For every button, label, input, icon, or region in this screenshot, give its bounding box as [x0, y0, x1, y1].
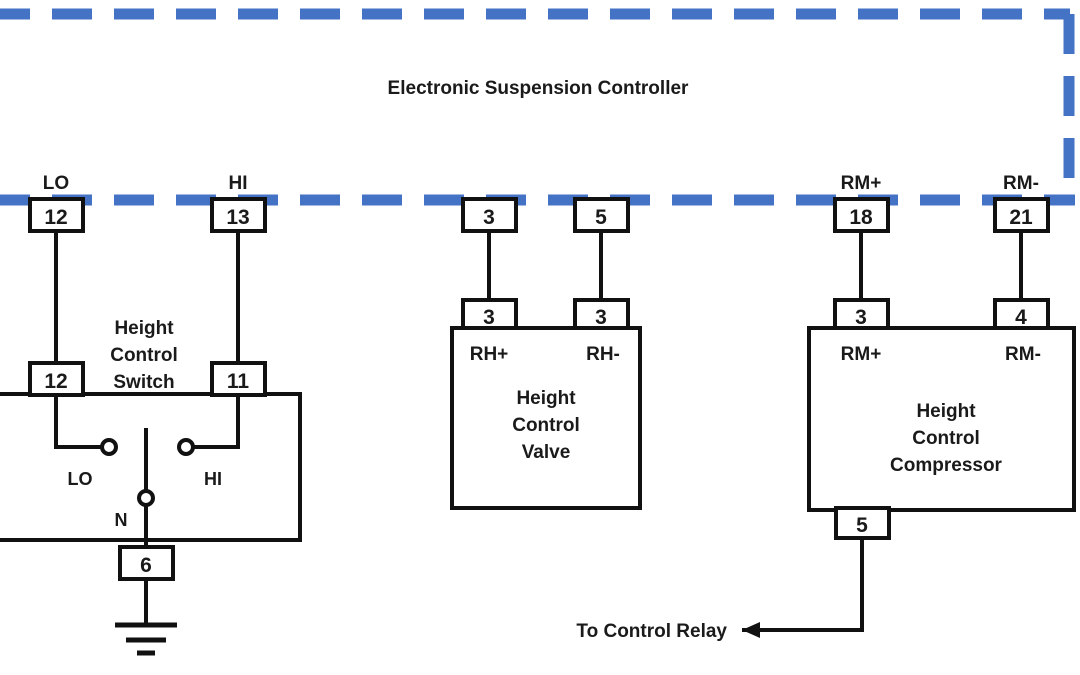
controller-pin-label-rmminus: RM- [1003, 173, 1039, 194]
height-control-compressor-body [807, 326, 1076, 512]
switch-terminal-12-value: 12 [44, 370, 67, 393]
switch-contact-n-label: N [115, 510, 128, 530]
switch-terminal-11-value: 11 [227, 370, 250, 393]
controller-terminal-3-valve [461, 197, 518, 233]
valve-label-line1: Height [516, 388, 576, 409]
valve-pin-label-rhplus: RH+ [470, 344, 509, 365]
valve-label-line2: Control [512, 415, 580, 436]
controller-terminal-12 [28, 197, 85, 233]
controller-terminal-18-value: 18 [849, 206, 873, 229]
earth-ground-icon [115, 622, 177, 656]
valve-terminal-3-left-value: 3 [483, 306, 495, 329]
switch-contact-lo[interactable] [100, 438, 118, 456]
wire-switch11-to-hi-contact [193, 395, 240, 449]
controller-pin-label-lo: LO [43, 173, 69, 194]
switch-label-line2: Control [110, 345, 178, 366]
compressor-label-line1: Height [916, 401, 976, 422]
switch-contact-hi[interactable] [177, 438, 195, 456]
switch-contact-hi-label: HI [204, 469, 222, 489]
controller-terminal-21-value: 21 [1009, 206, 1033, 229]
switch-terminal-11 [210, 361, 267, 397]
controller-terminal-21 [993, 197, 1050, 233]
compressor-pin-label-rmplus: RM+ [841, 344, 882, 365]
compressor-label-line3: Compressor [890, 455, 1003, 476]
controller-pin-label-hi: HI [229, 173, 248, 194]
switch-contact-lo-label: LO [68, 469, 93, 489]
compressor-terminal-3-value: 3 [855, 306, 867, 329]
switch-label-line3: Switch [113, 372, 174, 393]
controller-title: Electronic Suspension Controller [388, 78, 689, 99]
controller-terminal-3-valve-value: 3 [483, 206, 495, 229]
switch-body-outline [0, 392, 302, 542]
controller-terminal-12-value: 12 [44, 206, 67, 229]
height-control-valve-body [450, 326, 642, 510]
compressor-pin-label-rmminus: RM- [1005, 344, 1041, 365]
switch-label-line1: Height [114, 318, 174, 339]
compressor-label-line2: Control [912, 428, 980, 449]
to-control-relay-label: To Control Relay [576, 621, 727, 642]
switch-terminal-6-value: 6 [140, 554, 152, 577]
compressor-terminal-4-value: 4 [1015, 306, 1027, 329]
control-relay-arrow-icon [742, 622, 760, 638]
controller-pin-label-rmplus: RM+ [841, 173, 882, 194]
valve-pin-label-rhminus: RH- [586, 344, 620, 365]
compressor-terminal-5-value: 5 [856, 514, 868, 537]
controller-boundary [0, 8, 1075, 206]
wire-comp5-to-control-relay [742, 538, 864, 632]
controller-terminal-5-valve-value: 5 [595, 206, 607, 229]
switch-contact-n[interactable] [137, 489, 155, 507]
wire-switch12-to-lo-contact [54, 395, 102, 449]
valve-label-line3: Valve [522, 442, 571, 463]
valve-terminal-3-right-value: 3 [595, 306, 607, 329]
controller-terminal-13-value: 13 [226, 206, 249, 229]
